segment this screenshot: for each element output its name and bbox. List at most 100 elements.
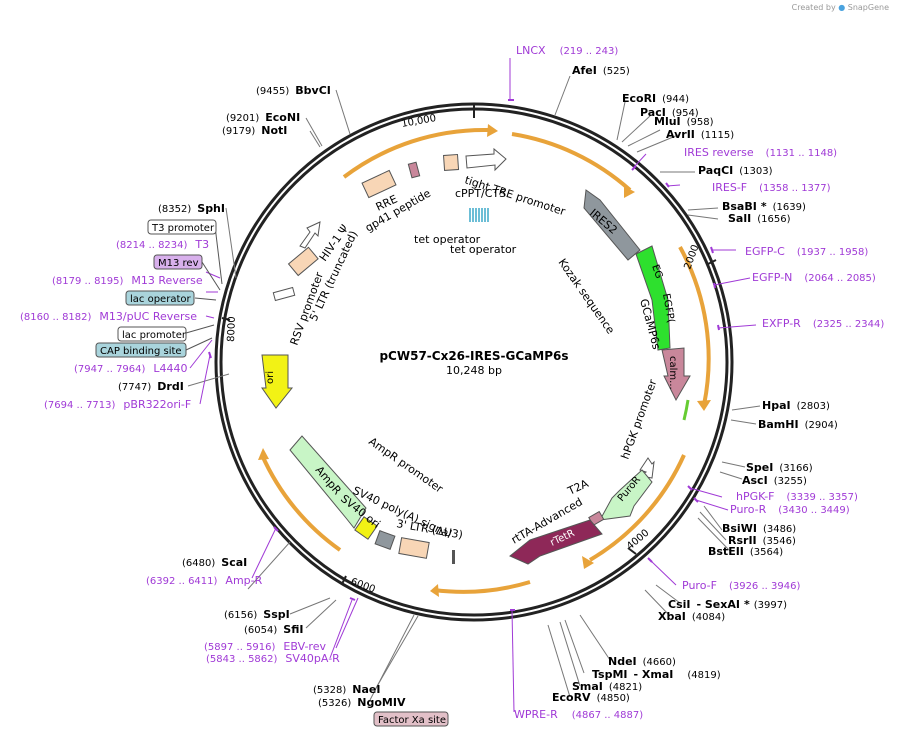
site-bsteii: BstEII(3564) [708,545,783,558]
arrowhead-4 [582,556,594,569]
primer-ebv-rev: (5897 .. 5916)EBV-rev [204,640,326,653]
puror-arrow [599,469,653,521]
primer-puro-f: Puro-F(3926 .. 3946) [682,579,800,592]
site-ngomiv: (5326)NgoMIV [318,696,406,709]
primer-puro-r: Puro-R(3430 .. 3449) [730,503,850,516]
plasmid-length: 10,248 bp [446,364,502,377]
ori-arrow [261,354,294,409]
tick-2000: 2000 [682,243,701,271]
tick-marks [221,104,717,585]
ltr5-box [287,246,319,277]
site-smai: SmaI(4821) [572,680,642,693]
site-asci: AscI(3255) [742,474,807,487]
primer-m13-reverse: (8179 .. 8195)M13 Reverse [52,274,203,287]
ampr-promoter-label: AmpR promoter [366,435,445,496]
site-bbvci: (9455)BbvCI [256,84,331,97]
tight-tre-promoter-arrow [465,147,507,172]
site-scai: (6480)ScaI [182,556,247,569]
orf-arrowheads [258,124,711,597]
orf-arc-2 [511,132,632,192]
kozak-label: Kozak sequence [556,256,618,336]
calm-arrow [661,347,691,402]
primer-egfp-c: EGFP-C(1937 .. 1958) [745,245,868,258]
eg-label: EG [649,263,664,280]
site-naei: (5328)NaeI [313,683,380,696]
site-sspi: (6156)SspI [224,608,290,621]
primer-leaders [189,58,757,713]
primer-amp-r: (6392 .. 6411)Amp-R [146,574,263,587]
ampr-arrow [289,435,367,529]
ltr3-box [398,537,430,559]
site-spei: SpeI(3166) [746,461,813,474]
site-rsrii: RsrII(3546) [728,534,796,547]
site-bamhi: BamHI(2904) [758,418,838,431]
boxed-features: T3 promoter M13 rev lac operator lac pro… [95,219,449,727]
site-noti: (9179)NotI [222,124,287,137]
green-arc [682,399,690,421]
ampr-promoter-mark [452,550,455,564]
orf-arcs [260,127,711,594]
rsv-box [272,286,296,302]
primer-lncx: LNCX(219 .. 243) [516,44,618,57]
snapgene-logo-icon: ● [838,3,846,12]
plasmid-name: pCW57-Cx26-IRES-GCaMP6s [379,349,568,363]
sv40-polya-box [374,530,396,550]
primer-ires-f: IRES-F(1358 .. 1377) [712,181,831,194]
gcamp-egfp-arrow [635,245,671,351]
tet-operator-bars [469,208,489,222]
hiv-psi-arrow [299,221,321,249]
ires2-arrow [583,189,641,261]
site-ecorv: EcoRV(4850) [552,691,630,704]
primers: LNCX(219 .. 243) IRES reverse(1131 .. 11… [20,44,884,721]
site-afei: AfeI(525) [572,64,630,77]
credit-prefix: Created by [791,3,836,12]
m13-rev-box [153,254,203,270]
primer-pbr322ori-f: (7694 .. 7713)pBR322ori-F [44,398,191,411]
tet-operator-2-label: tet operator [450,243,517,256]
tick-8000: 8000 [226,316,238,342]
site-econi: (9201)EcoNI [226,111,300,124]
factor-xa-site-label: Factor Xa site [378,715,446,726]
gp41-box [407,161,421,179]
orf-arc-1 [342,127,489,179]
site-tspmi-xmai: TspMI- XmaI(4819) [592,668,721,681]
ori-label: ori [265,371,276,384]
site-hpai: HpaI(2803) [762,399,830,412]
primer-exfp-r: EXFP-R(2325 .. 2344) [762,317,884,330]
credit-label: Created by ● SnapGene [792,3,889,12]
site-paci: PacI(954) [640,106,699,119]
t3-promoter-box [147,219,217,235]
orf-arc-5 [433,580,531,594]
site-xbai: XbaI(4084) [658,610,725,623]
primer-hpgk-f: hPGK-F(3339 .. 3357) [736,490,858,503]
site-drdi: (7747)DrdI [118,380,184,393]
site-ndei: NdeI(4660) [608,655,676,668]
cppt-box [442,153,460,172]
cap-binding-site-label: CAP binding site [100,346,182,357]
egfp-label: EGFP( [660,293,676,324]
orf-arc-4 [588,454,686,562]
cap-binding-site-box [95,342,187,358]
lac-promoter-box [117,326,187,342]
boxed-leaders [185,225,223,351]
credit-brand: SnapGene [847,3,889,12]
primer-wpre-r: WPRE-R(4867 .. 4887) [514,708,643,721]
site-bsabi: BsaBI*(1639) [722,200,806,213]
arrowhead-1 [487,124,498,137]
arrowhead-6 [258,448,269,460]
hpgk-label: hPGK promoter [619,377,660,461]
primer-l4440: (7947 .. 7964)L4440 [74,362,188,375]
feature-arrows [261,147,691,565]
primer-sv40pa-r: (5843 .. 5862)SV40pA-R [206,652,340,665]
m13-rev-label: M13 rev [158,258,199,269]
lac-promoter-label: lac promoter [122,330,187,341]
site-sphi: (8352)SphI [158,202,225,215]
t3-promoter-label: T3 promoter [151,223,215,234]
tet-operator-1-label: tet operator [414,233,481,246]
primer-ires-reverse: IRES reverse(1131 .. 1148) [684,146,837,159]
cppt-label: cPPT/CTS [455,187,506,200]
primer-m13-puc-reverse: (8160 .. 8182)M13/pUC Reverse [20,310,197,323]
site-sfii: (6054)SfiI [244,623,303,636]
rtetr-arrow [509,519,603,565]
